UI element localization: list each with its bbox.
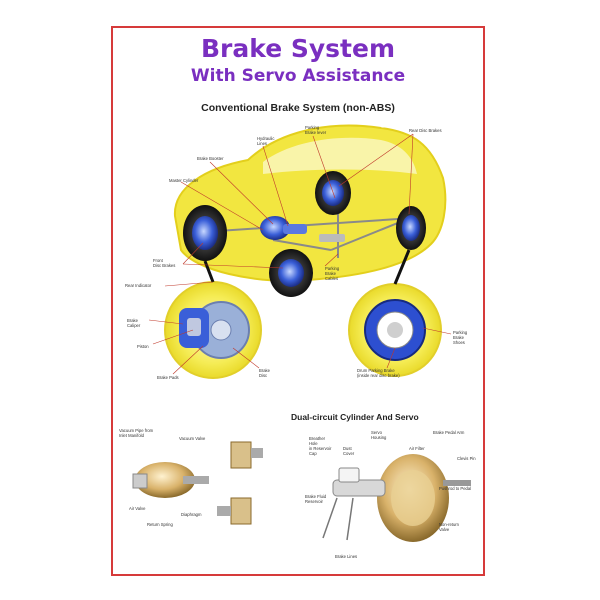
label-rear-disc-brakes: Rear Disc Brakes bbox=[409, 128, 442, 133]
brake-lines bbox=[202, 198, 416, 258]
label-piston: Piston bbox=[137, 344, 149, 349]
label-vacuum-valve: Vacuum Valve bbox=[179, 436, 206, 441]
poster-title: Brake System bbox=[200, 34, 395, 63]
label-brake-booster: Brake Booster bbox=[197, 156, 224, 161]
brake-booster-unit bbox=[260, 216, 345, 242]
label-brake-lines: Brake Lines bbox=[335, 554, 358, 559]
label-drum-parking-brake: Drum Parking Brake (inside rear disc bra… bbox=[357, 368, 400, 378]
label-vacuum-pipe: Vacuum Pipe from Inlet Manifold bbox=[119, 428, 154, 438]
front-brake-magnifier bbox=[164, 281, 262, 379]
label-return-spring: Return Spring bbox=[147, 522, 173, 527]
label-clevis-pin: Clevis Pin bbox=[457, 456, 476, 461]
rear-brake-magnifier bbox=[348, 283, 442, 377]
dual-circuit-servo bbox=[322, 454, 471, 542]
label-parking-brake-shoes: Parking Brake Shoes bbox=[453, 330, 468, 345]
front-right-wheel bbox=[269, 249, 313, 297]
label-front-disc-brakes: Front Disc Brakes bbox=[153, 258, 176, 268]
servo-valve-detail-bottom bbox=[217, 497, 252, 525]
poster-artwork bbox=[132, 124, 471, 542]
label-master-cylinder: Master Cylinder bbox=[169, 178, 199, 183]
label-non-return-valve: Non-return Valve bbox=[439, 522, 460, 532]
label-brake-fluid-reservoir: Brake Fluid Reservoir bbox=[305, 494, 327, 504]
label-brake-disc: Brake Disc bbox=[259, 368, 270, 378]
front-left-wheel bbox=[183, 205, 227, 261]
label-servo-housing: Servo Housing bbox=[371, 430, 387, 440]
brake-system-poster: Brake System With Servo Assistance Conve… bbox=[111, 26, 485, 576]
label-brake-caliper: Brake Caliper bbox=[127, 318, 141, 328]
vacuum-servo-cutaway bbox=[132, 462, 209, 498]
label-air-filter: Air Filter bbox=[409, 446, 425, 451]
section-title-dual-circuit: Dual-circuit Cylinder And Servo bbox=[291, 412, 419, 422]
label-breather-hole: Breather Hole in Reservoir Cap bbox=[309, 436, 332, 456]
poster-subtitle: With Servo Assistance bbox=[190, 66, 406, 86]
label-air-valve: Air Valve bbox=[129, 506, 146, 511]
label-brake-pads: Brake Pads bbox=[157, 375, 179, 380]
label-brake-pedal-arm: Brake Pedal Arm bbox=[433, 430, 465, 435]
label-rear-indicator: Rear Indicator bbox=[125, 283, 152, 288]
label-parking-brake-cables: Parking Brake Cables bbox=[325, 266, 340, 281]
rear-right-wheel bbox=[396, 206, 426, 250]
servo-valve-detail-top bbox=[230, 441, 263, 469]
label-parking-brake-lever: Parking Brake lever bbox=[305, 125, 327, 135]
label-pushrod-to-pedal: Pushrod to Pedal bbox=[439, 486, 472, 491]
label-dust-cover: Dust Cover bbox=[343, 446, 355, 456]
leader-lines bbox=[148, 133, 452, 375]
label-diaphragm: Diaphragm bbox=[181, 512, 202, 517]
label-hydraulic-lines: Hydraulic Lines bbox=[257, 136, 275, 146]
section-title-conventional: Conventional Brake System (non-ABS) bbox=[201, 102, 395, 114]
car-window bbox=[263, 137, 417, 174]
